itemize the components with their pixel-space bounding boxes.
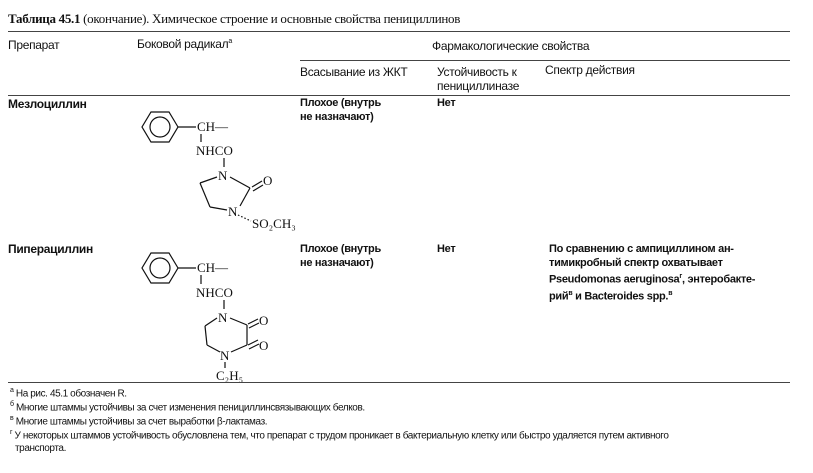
absorption-2: не назначают) [300, 257, 374, 269]
footnote-mark: г [679, 273, 682, 280]
header-resistance: Устойчивость к [437, 65, 517, 79]
header-drug: Препарат [8, 38, 60, 52]
footnote-mark: а [10, 387, 14, 394]
spectrum-text: По сравнению с ампициллином ан- тимикроб… [549, 243, 755, 304]
footnote-mark: в [10, 415, 14, 422]
benzene-ring [141, 252, 179, 284]
absorption-2: не назначают) [300, 111, 374, 123]
atom-label: O [259, 313, 268, 328]
bond [237, 214, 252, 222]
bond [248, 322, 260, 329]
header-absorption: Всасывание из ЖКТ [300, 65, 408, 79]
title-text: (окончание). Химическое строение и основ… [80, 11, 461, 26]
footnote-mark: в [568, 290, 573, 298]
rule [8, 31, 790, 32]
benzene-ring-circle [149, 257, 171, 279]
bond [199, 182, 211, 208]
bond [206, 344, 221, 353]
benzene-ring-circle [149, 116, 171, 138]
footnote-continuation: транспорта. [15, 443, 66, 454]
spectrum-line: Pseudomonas aeruginosaг, энтеробакте- [549, 270, 755, 287]
spectrum-line: тимикробный спектр охватывает [549, 256, 723, 269]
bond [230, 344, 248, 353]
bond [248, 343, 260, 350]
header-side-chain: Боковой радикала [137, 37, 232, 51]
rule [8, 382, 790, 383]
bond [247, 339, 259, 346]
footnote-text: У некоторых штаммов устойчивость обуслов… [12, 430, 669, 442]
atom-label: N [220, 348, 230, 363]
organism: и Bacteroides spp. [572, 290, 669, 303]
footnote-mark: в [668, 290, 673, 298]
title-number: Таблица 45.1 [8, 11, 81, 26]
rule [300, 60, 790, 61]
bond [229, 317, 248, 326]
footnote-text: На рис. 45.1 обозначен R. [13, 388, 127, 400]
footnote: а На рис. 45.1 обозначен R. [10, 387, 127, 399]
benzene-ring [141, 111, 179, 143]
atom-label: O [263, 173, 272, 188]
atom-label: NHCO [196, 285, 233, 300]
piperacillin-structure: CH— NHCO N O O N C₂H₅ [141, 252, 268, 383]
spectrum-text-part: , энтеробакте- [681, 273, 756, 286]
bond [204, 325, 208, 346]
footnote: в Многие штаммы устойчивы за счет вырабо… [10, 415, 268, 428]
bond [247, 318, 259, 325]
header-side-chain-label: Боковой радикал [137, 37, 229, 51]
resistance: Нет [437, 243, 456, 255]
header-pharm: Фармакологические свойства [432, 39, 590, 53]
bond [239, 187, 251, 207]
atom-label: CH— [197, 260, 229, 275]
footnote-mark: а [228, 38, 232, 45]
atom-label: NHCO [196, 143, 233, 158]
resistance: Нет [437, 97, 456, 109]
spectrum-line: рийв и Bacteroides spp.в [549, 287, 755, 304]
atom-label: C₂H₅ [216, 368, 243, 383]
header-resistance-2: пенициллиназе [437, 79, 520, 93]
atom-label: SO₂CH₃ [252, 216, 296, 231]
spectrum-text-part: рий [549, 290, 569, 303]
bond [209, 206, 228, 211]
bond [199, 176, 218, 184]
atom-label: O [259, 338, 268, 353]
atom-label: N [228, 204, 238, 219]
header-spectrum: Спектр действия [545, 63, 635, 77]
footnote-text: Многие штаммы устойчивы за счет изменени… [13, 402, 365, 414]
bond [252, 184, 264, 192]
atom-label: N [218, 168, 228, 183]
drug-name: Мезлоциллин [8, 97, 87, 111]
drug-name: Пиперациллин [8, 242, 93, 256]
rule [8, 95, 790, 96]
spectrum-line: По сравнению с ампициллином ан- [549, 243, 734, 255]
mezlocillin-structure: CH— NHCO N O N SO₂CH₃ [141, 111, 296, 231]
bond [251, 180, 263, 188]
absorption: Плохое (внутрь [300, 243, 381, 255]
atom-label: N [218, 310, 228, 325]
footnote-mark: б [10, 401, 14, 408]
atom-label: CH— [197, 119, 229, 134]
organism: Pseudomonas aeruginosa [549, 273, 680, 286]
bond [204, 317, 218, 327]
absorption: Плохое (внутрь [300, 97, 381, 109]
table-title: Таблица 45.1 (окончание). Химическое стр… [8, 11, 460, 27]
footnote-mark: г [10, 429, 13, 436]
footnote-text: транспорта. [15, 443, 66, 454]
bond [229, 176, 251, 189]
footnote-text: Многие штаммы устойчивы за счет выработк… [13, 416, 268, 428]
footnote: г У некоторых штаммов устойчивость обусл… [10, 429, 669, 441]
footnote: б Многие штаммы устойчивы за счет измене… [10, 401, 365, 413]
